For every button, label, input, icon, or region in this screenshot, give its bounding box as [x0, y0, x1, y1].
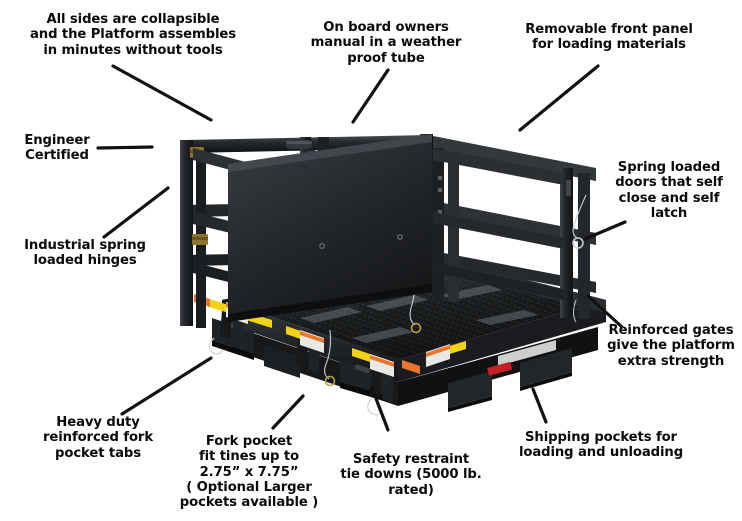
callout-safety-restraint-tie-downs: Safety restraint tie downs (5000 lb. rat… — [340, 452, 482, 498]
callout-fork-pocket-tabs: Heavy duty reinforced fork pocket tabs — [42, 415, 154, 461]
callout-engineer-certified: Engineer Certified — [24, 133, 90, 164]
callout-spring-loaded-doors: Spring loaded doors that self close and … — [615, 160, 723, 221]
callout-removable-front-panel: Removable front panel for loading materi… — [525, 22, 693, 53]
right-gate-rails — [433, 148, 564, 300]
callout-industrial-spring-hinges: Industrial spring loaded hinges — [24, 238, 146, 269]
callout-fork-pocket-size: Fork pocket fit tines up to 2.75” x 7.75… — [179, 434, 319, 511]
callout-shipping-pockets: Shipping pockets for loading and unloadi… — [518, 430, 684, 461]
callout-reinforced-gates: Reinforced gates give the platform extra… — [607, 323, 735, 369]
shipping-pocket-feet — [264, 345, 572, 412]
owners-manual-tube — [286, 140, 312, 149]
callout-collapsible-sides: All sides are collapsible and the Platfo… — [29, 12, 236, 58]
callout-owners-manual: On board owners manual in a weather proo… — [310, 20, 462, 66]
removable-front-panel — [228, 134, 432, 322]
